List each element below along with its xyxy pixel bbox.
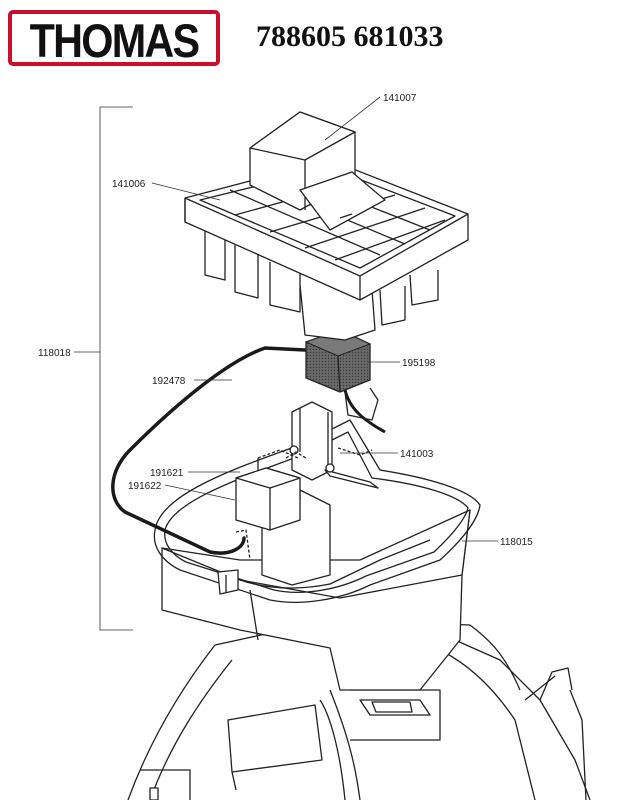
thomas-logo: THOMAS (8, 10, 220, 66)
label-141003: 141003 (400, 449, 434, 460)
ice-tray-141006 (184, 159, 469, 341)
label-191622: 191622 (128, 481, 162, 492)
bracket-141003 (285, 401, 379, 489)
scoop-141007 (249, 111, 386, 231)
label-141007: 141007 (383, 93, 417, 104)
label-141006: 141006 (112, 179, 146, 190)
leader-141007 (324, 96, 381, 141)
label-118015: 118015 (500, 537, 533, 548)
brand-name: THOMAS (29, 14, 200, 67)
base-housing (127, 619, 591, 800)
label-118018: 118018 (38, 348, 71, 359)
leader-141006 (151, 182, 221, 201)
label-195198: 195198 (402, 358, 436, 369)
label-191621: 191621 (150, 468, 184, 479)
assembly-bracket-118018 (99, 106, 133, 631)
article-numbers: 788605 681033 (256, 20, 444, 53)
float-box-191621 (235, 449, 301, 531)
hose-192478 (111, 346, 386, 561)
label-192478: 192478 (152, 376, 186, 387)
leader-191622 (164, 484, 236, 501)
